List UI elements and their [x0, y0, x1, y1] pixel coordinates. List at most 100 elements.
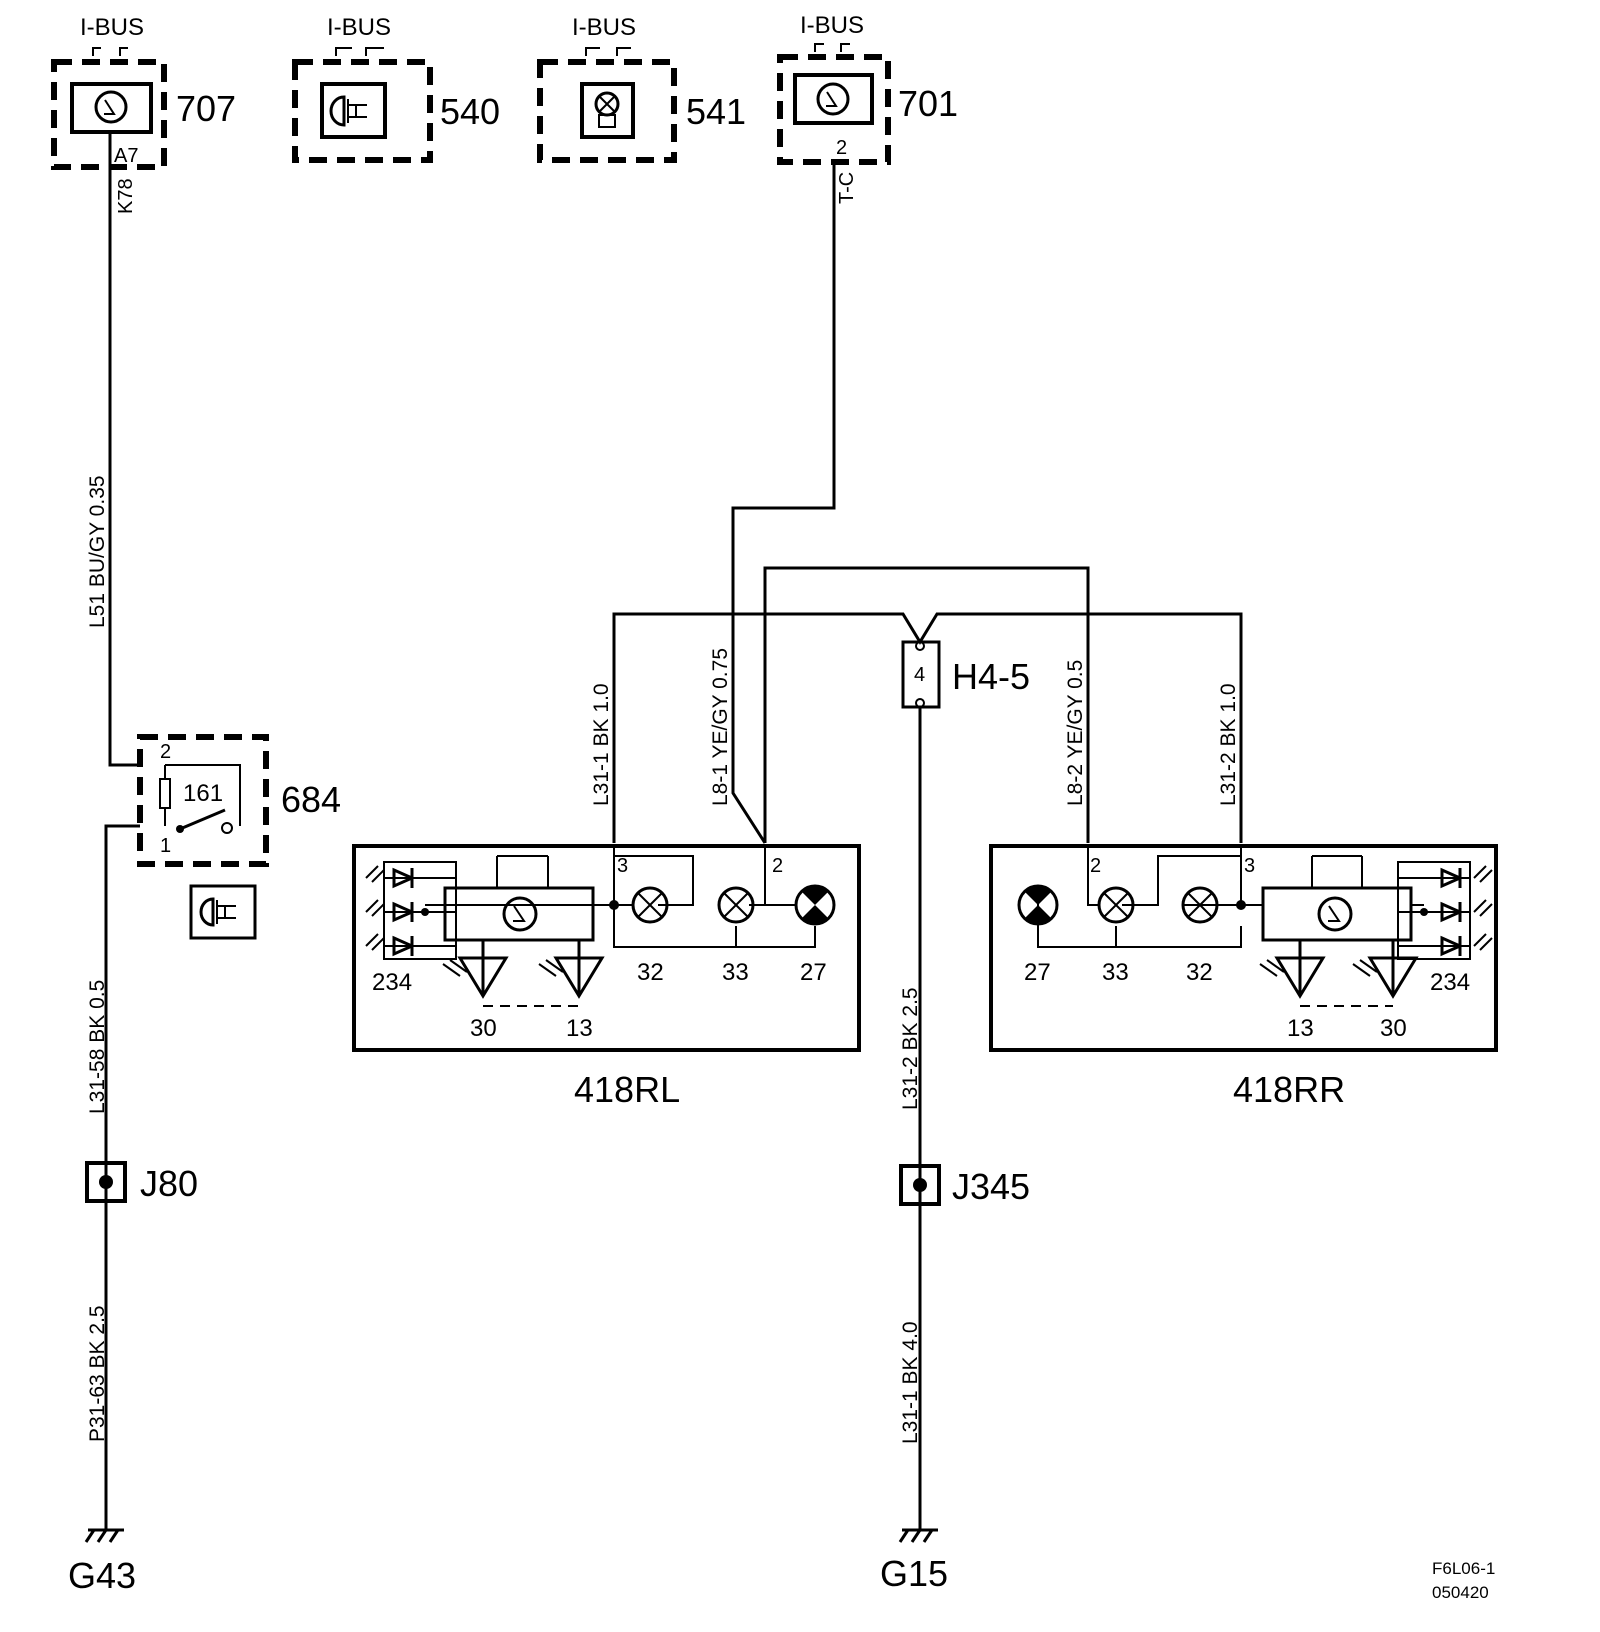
ground-symbol: [84, 1528, 124, 1543]
photodiode-30-label: 30: [1380, 1015, 1407, 1042]
lamp-unit-418rr: 2 3 27 33 32: [989, 844, 1498, 1110]
lamp-418rr-pin-b: 3: [1244, 855, 1255, 877]
lamp-418rl-pin-b: 2: [772, 855, 783, 877]
module-541: I-BUS 541: [537, 14, 746, 163]
bulb-32: 32: [631, 886, 669, 986]
lamp-418rr-pin-a: 2: [1090, 855, 1101, 877]
wire-label-l31-1-bot: L31-1 BK 4.0: [899, 1321, 922, 1444]
lamp-418rr-internal-wiring: [1037, 846, 1263, 948]
splice-j345-box: [899, 1164, 941, 1206]
control-module-icon: [94, 90, 128, 124]
module-540-outline: [292, 59, 433, 163]
module-540-body: [320, 82, 387, 139]
bulb-33: 33: [1097, 886, 1135, 986]
interior-lamp-icon: [594, 91, 620, 128]
wire-l8-bridge: [763, 566, 1090, 843]
left-circuit-wires: [104, 132, 140, 1530]
module-701-id: 701: [898, 83, 958, 124]
splice-j80-label: J80: [140, 1163, 198, 1204]
switch-terminal: [221, 822, 233, 834]
bulb-32-label: 32: [1186, 959, 1213, 986]
diagram-reference: F6L06-1: [1432, 1559, 1495, 1578]
bulb-27-label: 27: [1024, 959, 1051, 986]
headlamp-icon: [329, 95, 367, 127]
ground-g15-label: G15: [880, 1553, 948, 1594]
led-cluster-234: 234: [365, 861, 457, 996]
switch-684-pin-bottom: 1: [160, 835, 171, 857]
module-707: I-BUS 707 A7 K78: [51, 14, 236, 214]
wire-label-l51: L51 BU/GY 0.35: [86, 475, 109, 628]
module-540-bus-connector: [335, 47, 384, 56]
connector-h4-5: 4 H4-5: [901, 640, 1030, 709]
wire-label-l31-2-mid: L31-2 BK 2.5: [899, 987, 922, 1110]
lamp-unit-418rl: 3 2 234 30: [352, 844, 861, 1110]
bulb-32-label: 32: [637, 959, 664, 986]
module-701-code: T-C: [836, 172, 858, 204]
splice-j80: J80: [85, 1161, 198, 1204]
lamp-418rl-internal-wiring: [445, 846, 816, 948]
module-541-outline: [537, 59, 677, 163]
connector-h4-5-label: H4-5: [952, 656, 1030, 697]
module-540: I-BUS 540: [292, 14, 500, 163]
ground-g43-label: G43: [68, 1555, 136, 1596]
switch-684-inner-id: 161: [183, 780, 223, 807]
splice-j80-dot: [99, 1175, 113, 1189]
lamp-418rl-id: 418RL: [574, 1069, 680, 1110]
module-541-body: [580, 82, 635, 139]
splice-j80-box: [85, 1161, 127, 1203]
module-540-id: 540: [440, 91, 500, 132]
switch-internal-wiring: [164, 764, 241, 826]
wire-label-p31-63: P31-63 BK 2.5: [86, 1305, 109, 1442]
wire-label-l8-1: L8-1 YE/GY 0.75: [709, 648, 732, 806]
module-701-bus-connector: [814, 43, 850, 52]
module-707-pin: A7: [114, 145, 138, 167]
splice-j345: J345: [899, 1164, 1030, 1207]
wire-l8-1: [731, 162, 836, 844]
lamp-418rr-outline: [989, 844, 1498, 1052]
switch-684-id: 684: [281, 779, 341, 820]
led-cluster-label: 234: [372, 969, 412, 996]
connector-pin-top: [915, 641, 925, 651]
switch-684-outline: [137, 734, 269, 867]
wire-label-l31-2-top: L31-2 BK 1.0: [1217, 683, 1240, 806]
bulb-33-label: 33: [722, 959, 749, 986]
module-707-bus-label: I-BUS: [80, 14, 144, 41]
lamp-418rl-pin-a: 3: [617, 855, 628, 877]
module-707-bus-connector: [92, 47, 128, 56]
switch-resistor: [159, 778, 171, 809]
photodiode-30-label: 30: [470, 1015, 497, 1042]
switch-684: 2 1 161 684: [137, 734, 341, 940]
switch-contact: [179, 808, 226, 831]
diagram-date-code: 050420: [1432, 1583, 1489, 1602]
splice-j345-label: J345: [952, 1166, 1030, 1207]
bulb-33: 33: [717, 886, 755, 986]
photodiode-13: 13: [538, 940, 605, 1042]
photodiode-30: 30: [1352, 940, 1419, 1042]
wire-left-ground: [104, 824, 140, 1530]
connector-pin-bottom: [915, 698, 925, 708]
module-707-code: K78: [115, 178, 137, 214]
lamp-418rr-control-module: [1261, 855, 1413, 942]
switch-684-pin-top: 2: [160, 741, 171, 763]
photodiode-13: 13: [1259, 940, 1326, 1042]
photodiode-13-label: 13: [566, 1015, 593, 1042]
bulb-33-label: 33: [1102, 959, 1129, 986]
lamp-418rl-outline: [352, 844, 861, 1052]
bulb-27-label: 27: [800, 959, 827, 986]
module-541-bus-label: I-BUS: [572, 14, 636, 41]
module-541-id: 541: [686, 91, 746, 132]
module-540-bus-label: I-BUS: [327, 14, 391, 41]
photodiode-13-label: 13: [1287, 1015, 1314, 1042]
junction-dot: [1236, 900, 1246, 910]
splice-j345-dot: [913, 1178, 927, 1192]
module-701-bus-label: I-BUS: [800, 12, 864, 39]
module-541-bus-connector: [585, 47, 631, 56]
module-701: I-BUS 701 2 T-C: [777, 12, 958, 204]
wire-label-l31-58: L31-58 BK 0.5: [86, 980, 109, 1114]
connector-h4-5-pin: 4: [914, 664, 925, 686]
module-701-body: [793, 73, 874, 125]
wire-l51: [108, 132, 140, 767]
led-cluster-label: 234: [1430, 969, 1470, 996]
module-701-pin: 2: [836, 137, 847, 159]
